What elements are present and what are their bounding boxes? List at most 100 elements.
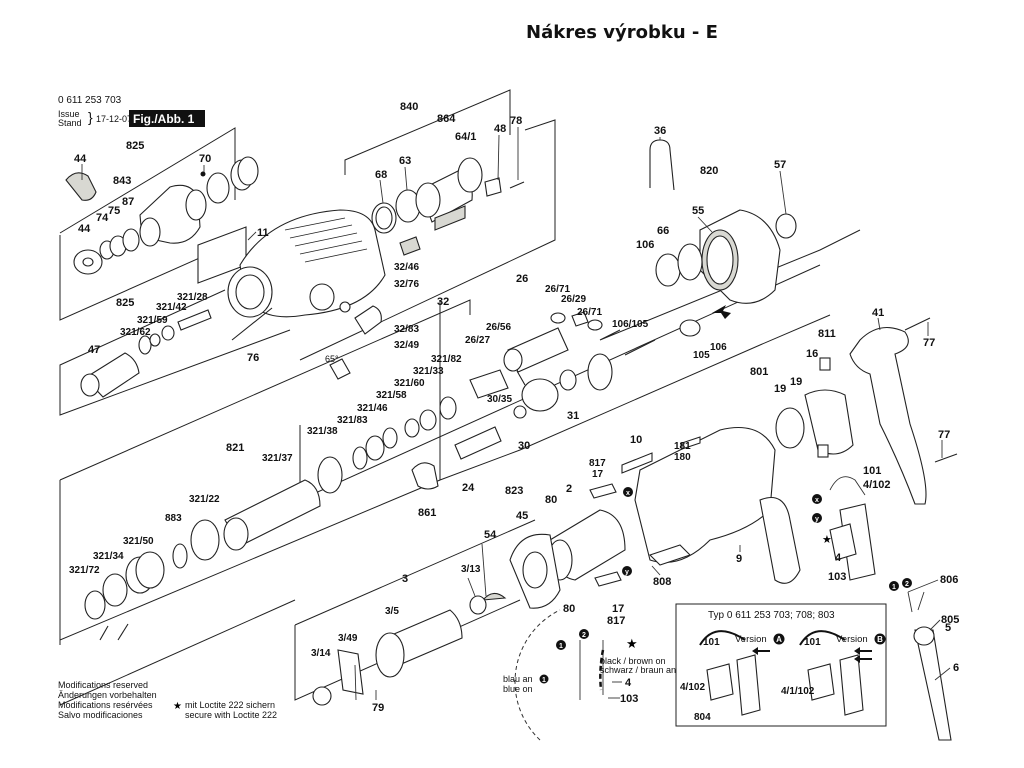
text-label: 1 — [559, 643, 563, 650]
arrow-icon — [712, 305, 731, 319]
part-number-label: 41 — [872, 307, 884, 319]
part-number-label: 808 — [653, 576, 671, 588]
part-number-label: 44 — [74, 153, 87, 165]
part-number-label: 79 — [372, 702, 384, 714]
part-180-label — [681, 436, 701, 450]
part-number-label: 70 — [199, 153, 211, 165]
part-number-label: 840 — [400, 101, 418, 113]
part-321-82 — [439, 396, 457, 420]
part-outline — [99, 625, 109, 641]
marker-x-icon-b — [812, 494, 822, 504]
part-outline — [235, 274, 265, 310]
part-number-label: 321/33 — [413, 366, 444, 377]
part-number-label: 48 — [494, 123, 506, 135]
part-32-49 — [329, 358, 351, 380]
part-outline — [139, 217, 161, 247]
part-number-label: 63 — [399, 155, 411, 167]
marker-1-icon-b — [539, 674, 549, 684]
inset-title: Typ 0 611 253 703; 708; 803 — [708, 610, 835, 621]
part-outline — [599, 649, 605, 691]
part-3-5-fan — [375, 632, 405, 678]
page-title: Nákres výrobku - E — [526, 22, 718, 43]
part-54 — [481, 592, 507, 601]
part-number-label: 17 — [592, 469, 604, 480]
part-number-label: 80 — [563, 603, 575, 615]
part-4-switch-b — [829, 523, 857, 561]
part-outline — [375, 206, 393, 230]
part-number-label: 16 — [806, 348, 818, 360]
part-321-58 — [382, 427, 398, 449]
loctite-en: secure with Loctite 222 — [185, 710, 277, 720]
arrow-b-icon — [854, 647, 872, 655]
part-number-label: 843 — [113, 175, 131, 187]
part-number-label: 5 — [945, 622, 951, 634]
leader-line — [779, 170, 787, 215]
part-811-brush — [819, 357, 831, 371]
part-number-label: 820 — [700, 165, 718, 177]
leader-line — [404, 166, 408, 191]
part-number-label: 26/29 — [561, 294, 586, 305]
part-76-screw — [231, 307, 273, 341]
part-30-35 — [513, 405, 527, 419]
header-block: 0 611 253 703 Issue Stand } 17-12-07 Fig… — [58, 95, 205, 128]
inset-switch-a — [736, 654, 761, 716]
part-number-label: 821 — [226, 442, 244, 454]
footer-notes: Modifications reserved Änderungen vorbeh… — [58, 680, 277, 720]
issue-date: 17-12-07 — [96, 114, 132, 124]
part-outline — [677, 243, 703, 281]
part-number-label: 3 — [402, 573, 408, 585]
part-number-label: 321/62 — [120, 327, 151, 338]
part-321-83 — [352, 446, 368, 470]
part-number-label: 78 — [510, 115, 522, 127]
part-number-label: 77 — [938, 429, 950, 441]
part-17-terminal-b — [594, 571, 622, 587]
part-number-label: 19 — [774, 383, 786, 395]
part-17-terminal — [589, 483, 617, 499]
text-label: 2 — [905, 581, 909, 588]
part-44-dust-cap — [65, 172, 97, 201]
part-number-label: 32/83 — [394, 324, 419, 335]
issue-label: Issue — [58, 109, 80, 119]
part-outline — [516, 370, 526, 386]
part-57-ring — [775, 213, 797, 239]
text-label: y — [625, 569, 629, 576]
part-number-label: 805 — [941, 614, 959, 626]
part-66-ring — [655, 253, 681, 287]
part-number-label: 180 — [674, 452, 691, 463]
star-icon: ★ — [626, 636, 638, 651]
part-number-label: 817 — [607, 615, 625, 627]
leader-line — [651, 565, 661, 576]
part-outline — [289, 224, 353, 239]
part-number-label: 825 — [116, 297, 134, 309]
part-811-brush-b — [817, 444, 829, 458]
part-number-label: 64/1 — [455, 131, 476, 143]
part-number-label: 32/76 — [394, 279, 419, 290]
text-label: 101 — [703, 637, 720, 648]
figure-label: Fig./Abb. 1 — [133, 112, 195, 126]
marker-2-icon-c — [902, 578, 912, 588]
part-10-label — [621, 452, 653, 474]
part-106-105-spring — [624, 339, 656, 356]
part-number-label: 26/27 — [465, 335, 490, 346]
leader-line — [379, 179, 384, 204]
part-number-label: 75 — [108, 205, 120, 217]
version-a-badge — [773, 633, 785, 645]
part-number-label: 47 — [88, 344, 100, 356]
text-label: 4 — [625, 677, 632, 689]
part-number-label: 76 — [247, 352, 259, 364]
text-label: 101 — [804, 637, 821, 648]
part-321-42 — [161, 325, 175, 341]
part-outline — [284, 217, 346, 231]
part-number-label: 32 — [437, 296, 449, 308]
part-number-label: 321/60 — [394, 378, 425, 389]
part-number-label: 321/59 — [137, 315, 168, 326]
part-64-1-ring — [457, 157, 483, 193]
part-outline — [294, 232, 358, 247]
part-number-label: 106/105 — [612, 319, 649, 330]
part-outline — [135, 551, 165, 589]
part-grease-label-2 — [399, 236, 421, 256]
part-number-label: 103 — [828, 571, 846, 583]
part-number-label: 36 — [654, 125, 666, 137]
part-number-label: 2 — [566, 483, 572, 495]
part-number-label: 321/83 — [337, 415, 368, 426]
